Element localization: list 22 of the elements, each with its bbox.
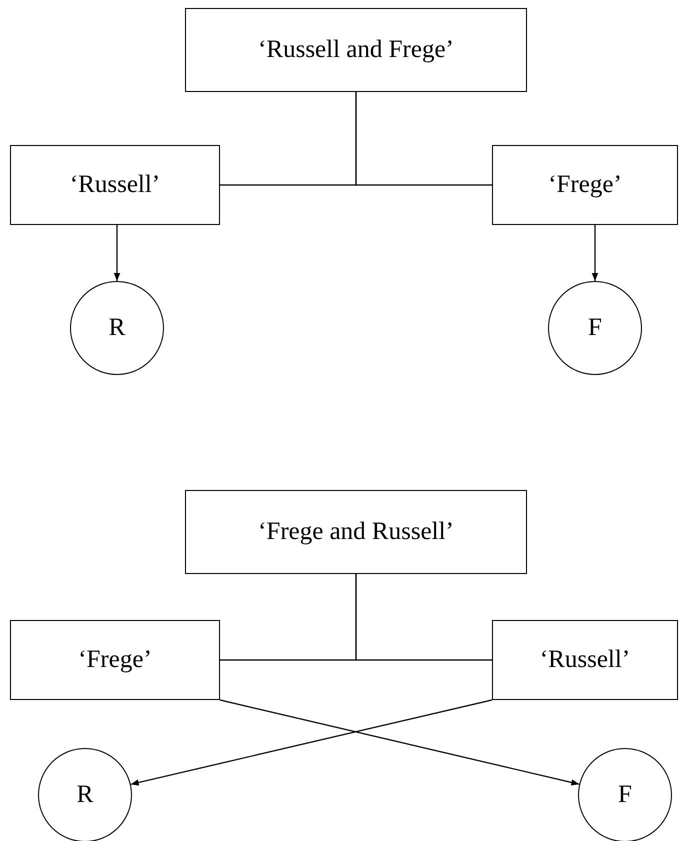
referent-label: R bbox=[76, 781, 94, 809]
arrow bbox=[220, 699, 580, 786]
term-label: ‘Russell’ bbox=[540, 646, 630, 674]
term-label: ‘Russell’ bbox=[70, 171, 160, 199]
arrow bbox=[114, 225, 120, 281]
term-box bbox=[185, 490, 527, 574]
term-label: ‘Russell and Frege’ bbox=[258, 36, 454, 64]
term-box bbox=[185, 8, 527, 92]
term-label: ‘Frege and Russell’ bbox=[258, 518, 454, 546]
arrow bbox=[130, 699, 492, 786]
connector-line bbox=[355, 574, 492, 661]
arrow bbox=[592, 225, 598, 281]
term-label: ‘Frege’ bbox=[78, 646, 152, 674]
term-box bbox=[10, 620, 220, 700]
referent-label: F bbox=[588, 314, 602, 342]
term-box bbox=[492, 620, 678, 700]
referent-label: R bbox=[108, 314, 126, 342]
term-box bbox=[492, 145, 678, 225]
term-label: ‘Frege’ bbox=[548, 171, 622, 199]
term-box bbox=[10, 145, 220, 225]
connector-line bbox=[355, 92, 492, 186]
referent-label: F bbox=[618, 781, 632, 809]
